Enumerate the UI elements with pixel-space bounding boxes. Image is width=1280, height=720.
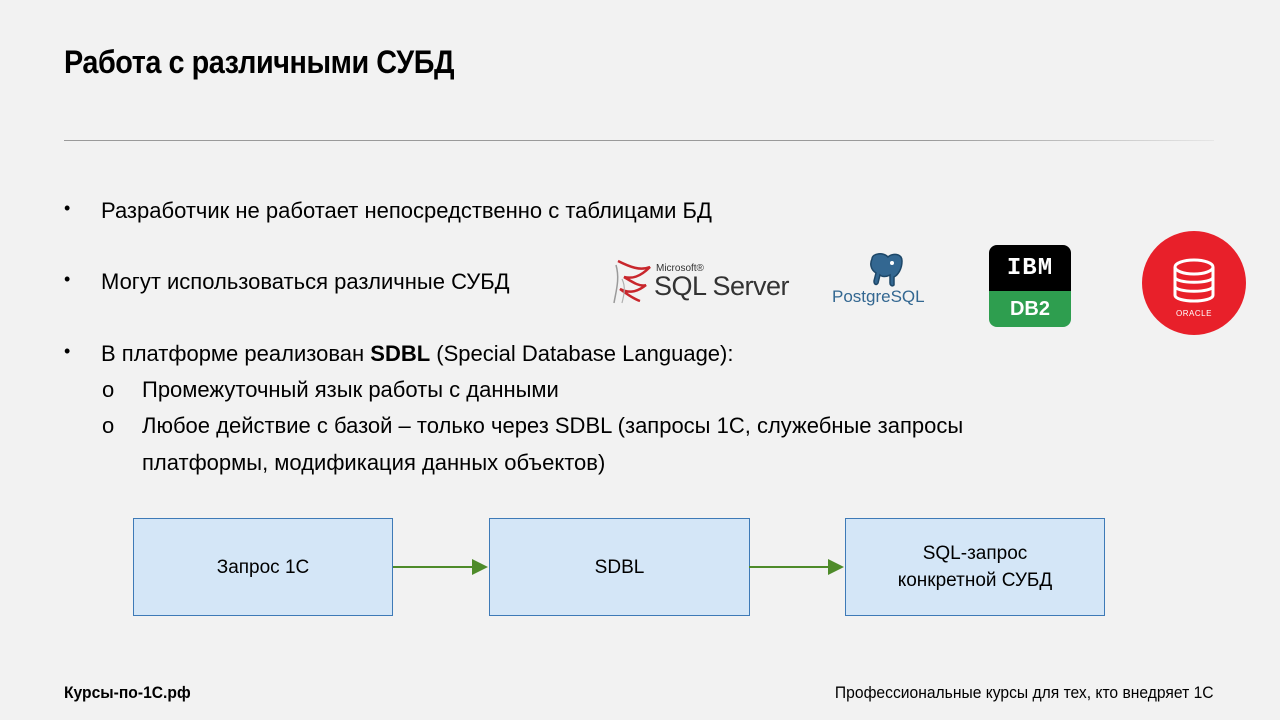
elephant-icon [870,253,903,287]
sqlserver-logo: Microsoft® SQL Server [610,255,790,307]
ibm-wordmark: IBM [989,245,1071,291]
flow-box-label-line1: SQL-запрос [922,543,1028,564]
database-icon [1173,258,1215,303]
slide-title: Работа с различными СУБД [64,44,455,80]
flow-box-label: Запрос 1С [216,556,310,578]
bullet-text-prefix: В платформе реализован [101,341,371,366]
sub-bullet-text: Любое действие с базой – только через SD… [142,413,964,438]
sqlserver-main-label: SQL Server [654,271,790,301]
postgresql-logo: PostgreSQL [830,253,940,309]
flow-box-label: SQL-запрос конкретной СУБД [898,540,1053,594]
sqlserver-icon [613,259,651,304]
bullet-marker: • [64,198,71,218]
sub-bullet-marker: o [102,377,115,402]
sub-bullet-text: платформы, модификация данных объектов) [142,450,606,475]
bullet-text: Могут использоваться различные СУБД [101,269,510,294]
db2-wordmark: DB2 [989,291,1071,327]
bullet-marker: • [64,341,71,361]
postgresql-label: PostgreSQL [832,287,925,306]
footer-site: Курсы-по-1С.рф [64,683,191,702]
flow-box-label: SDBL [594,556,645,578]
flow-box-sql-query: SQL-запрос конкретной СУБД [845,518,1105,616]
bullet-marker: • [64,269,71,289]
bullet-text-bold: SDBL [370,341,431,366]
title-divider [64,140,1214,141]
flow-box-query-1c: Запрос 1С [133,518,393,616]
sub-bullet-text: Промежуточный язык работы с данными [142,377,559,402]
oracle-logo: ORACLE [1142,231,1246,335]
flow-box-label-line2: конкретной СУБД [897,570,1053,591]
bullet-text: Разработчик не работает непосредственно … [101,198,712,223]
flow-box-sdbl: SDBL [489,518,750,616]
bullet-text: В платформе реализован SDBL (Special Dat… [101,341,733,367]
ibm-db2-logo: IBM DB2 [989,245,1071,327]
sqlserver-small-label: Microsoft® [656,263,704,274]
bullet-text-suffix: (Special Database Language): [430,341,734,366]
footer-tagline: Профессиональные курсы для тех, кто внед… [835,683,1214,702]
oracle-label: ORACLE [1176,309,1212,318]
sub-bullet-marker: o [102,413,115,438]
